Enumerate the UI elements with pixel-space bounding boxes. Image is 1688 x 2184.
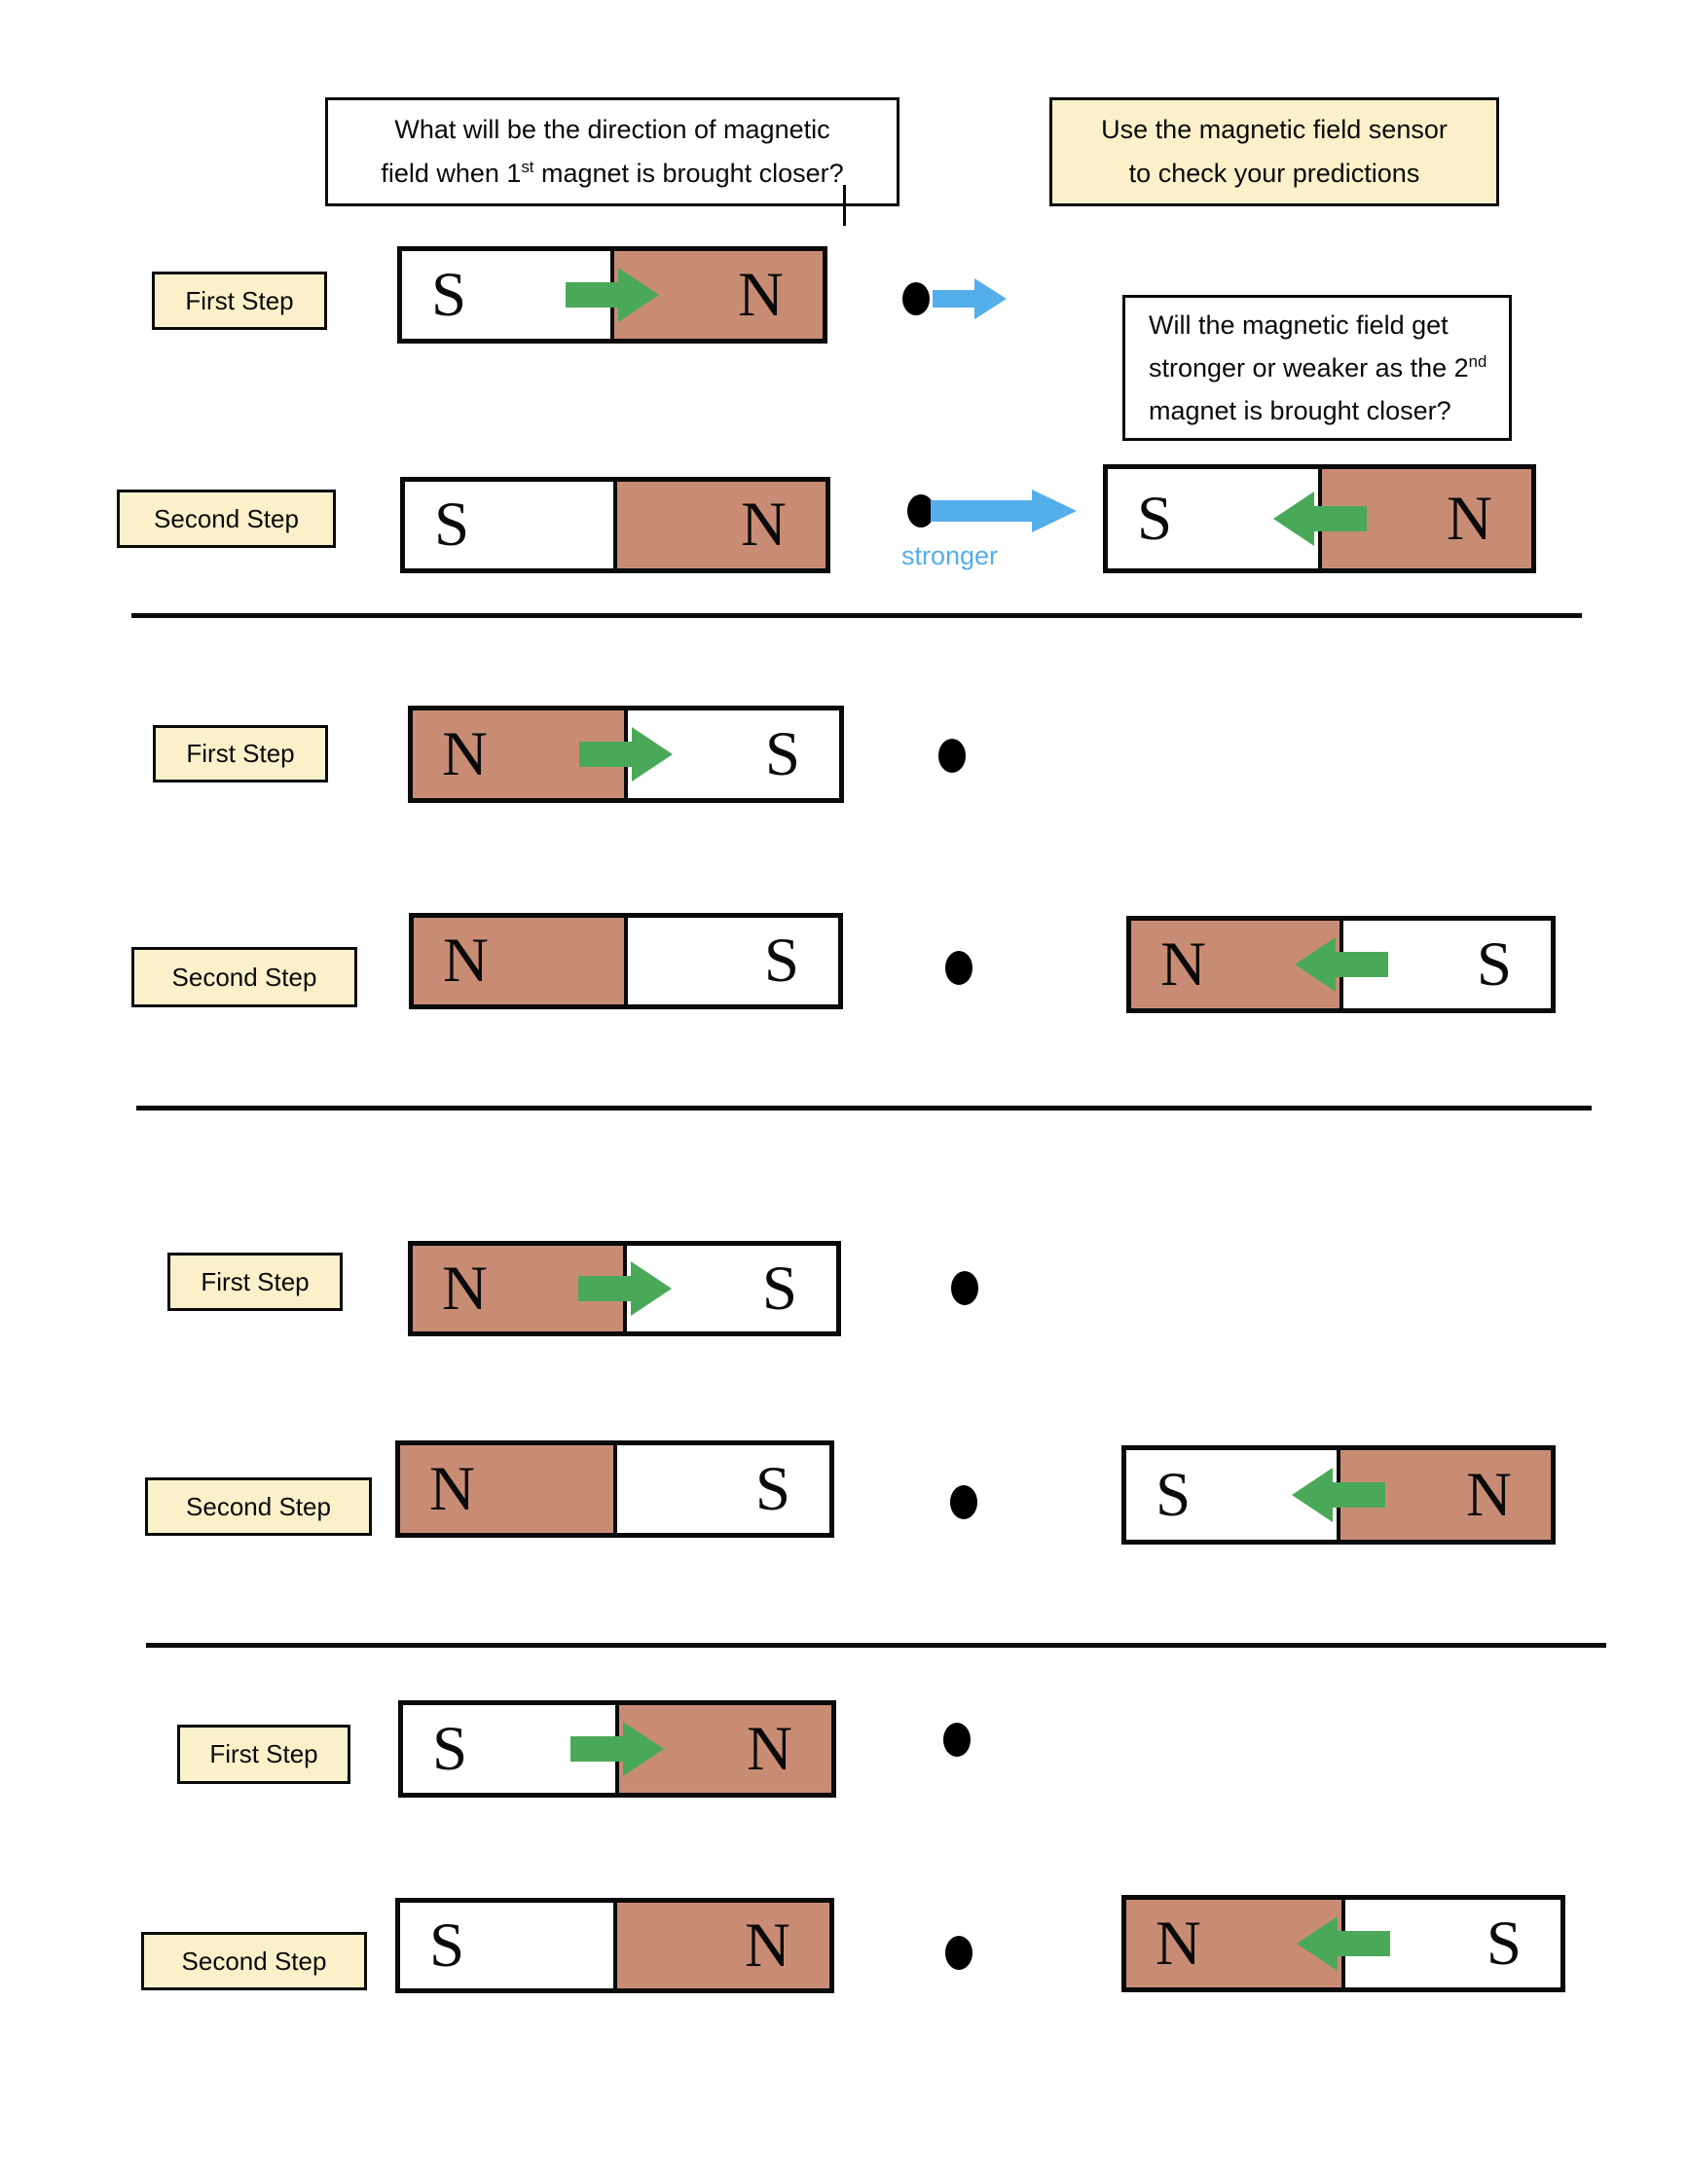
pole-letter: N xyxy=(442,1253,488,1324)
pole-half-s: S xyxy=(400,1903,613,1988)
step-label-first: First Step xyxy=(152,272,327,330)
sensor-dot xyxy=(902,282,930,315)
step-label-second: Second Step xyxy=(141,1932,367,1990)
magnet-pole-boundary xyxy=(624,918,628,1004)
pole-letter: N xyxy=(741,490,787,560)
sensor-line: to check your predictions xyxy=(1128,159,1420,188)
pole-letter: S xyxy=(429,1910,465,1981)
step-label-second: Second Step xyxy=(117,490,336,548)
bar-magnet-approaching: S N xyxy=(1121,1445,1556,1545)
question-line: What will be the direction of magnetic xyxy=(394,115,830,144)
question-line: magnet is brought closer? xyxy=(1149,396,1451,425)
bar-magnet: N S xyxy=(409,913,843,1009)
green-field-arrow-left-icon xyxy=(1294,937,1388,992)
bar-magnet-approaching: N S xyxy=(1126,916,1556,1013)
section-divider xyxy=(136,1106,1592,1110)
bar-magnet-approaching: N S xyxy=(1121,1895,1565,1992)
magnet-pole-boundary xyxy=(612,1445,617,1533)
sensor-dot xyxy=(951,1271,978,1305)
pole-letter: N xyxy=(745,1910,790,1981)
pole-letter: N xyxy=(738,259,784,330)
section-divider xyxy=(131,613,1582,618)
pole-half-s: S xyxy=(628,918,838,1004)
pole-letter: N xyxy=(747,1713,792,1784)
sensor-dot xyxy=(945,1936,972,1970)
bar-magnet: N S xyxy=(408,706,844,803)
pole-letter: N xyxy=(1160,928,1206,1000)
pole-letter: S xyxy=(434,490,470,560)
pole-half-n: N xyxy=(617,482,826,568)
pole-letter: S xyxy=(1486,1908,1522,1979)
pole-half-n: N xyxy=(400,1445,613,1533)
sensor-instruction-box: Use the magnetic field sensor to check y… xyxy=(1049,97,1499,206)
pole-letter: N xyxy=(1466,1459,1512,1530)
sensor-dot xyxy=(943,1723,971,1757)
step-label-first: First Step xyxy=(177,1725,350,1784)
pole-half-n: N xyxy=(616,1903,829,1988)
sensor-line: Use the magnetic field sensor xyxy=(1101,115,1448,144)
green-field-arrow-right-icon xyxy=(577,1261,672,1316)
pole-letter: S xyxy=(763,926,799,996)
question-line: Will the magnetic field get xyxy=(1149,310,1449,340)
strength-question-box: Will the magnetic field get stronger or … xyxy=(1122,295,1512,441)
step-label-second: Second Step xyxy=(131,947,357,1007)
pole-letter: S xyxy=(1476,928,1512,1000)
green-field-arrow-right-icon xyxy=(579,727,673,782)
pole-letter: N xyxy=(1447,483,1492,554)
bar-magnet: S N xyxy=(395,1898,834,1993)
green-field-arrow-right-icon xyxy=(566,268,659,322)
pole-letter: S xyxy=(1137,483,1173,554)
bar-magnet: S N xyxy=(400,477,830,573)
question-line: field when 1st magnet is brought closer? xyxy=(381,158,844,188)
blue-motion-arrow-right-long-icon xyxy=(931,490,1077,532)
pole-letter: N xyxy=(429,1453,475,1524)
sensor-dot xyxy=(945,951,972,985)
green-field-arrow-left-icon xyxy=(1272,491,1367,546)
question-line: stronger or weaker as the 2nd xyxy=(1149,352,1487,382)
pole-half-n: N xyxy=(414,918,624,1004)
bar-magnet: S N xyxy=(397,246,827,344)
magnet-pole-boundary xyxy=(613,482,617,568)
pole-letter: S xyxy=(432,1713,468,1784)
pole-letter: S xyxy=(754,1453,790,1524)
pole-half-n: N xyxy=(1321,469,1531,568)
pole-letter: S xyxy=(764,718,800,789)
bar-magnet: N S xyxy=(395,1440,834,1538)
sensor-dot xyxy=(907,494,935,528)
bar-magnet: N S xyxy=(408,1241,841,1336)
bar-magnet-approaching: S N xyxy=(1103,464,1536,573)
direction-question-box: What will be the direction of magnetic f… xyxy=(325,97,899,206)
section-divider xyxy=(146,1643,1606,1648)
callout-tick xyxy=(843,185,846,226)
pole-letter: S xyxy=(761,1253,797,1324)
step-label-first: First Step xyxy=(153,725,328,783)
pole-letter: S xyxy=(431,259,467,330)
magnet-pole-boundary xyxy=(612,1903,617,1988)
step-label-first: First Step xyxy=(167,1253,343,1311)
pole-letter: S xyxy=(1156,1459,1192,1530)
step-label-second: Second Step xyxy=(145,1477,372,1536)
pole-letter: N xyxy=(443,926,489,996)
pole-letter: N xyxy=(1156,1908,1201,1979)
sensor-dot xyxy=(938,739,966,773)
green-field-arrow-left-icon xyxy=(1297,1916,1390,1971)
stronger-annotation: stronger xyxy=(901,541,999,570)
pole-half-s: S xyxy=(616,1445,829,1533)
pole-half-s: S xyxy=(405,482,613,568)
blue-motion-arrow-right-icon xyxy=(933,278,1007,319)
sensor-dot xyxy=(950,1485,977,1519)
pole-letter: N xyxy=(442,718,488,789)
green-field-arrow-right-icon xyxy=(570,1722,664,1776)
green-field-arrow-left-icon xyxy=(1292,1468,1385,1522)
bar-magnet: S N xyxy=(398,1700,836,1798)
